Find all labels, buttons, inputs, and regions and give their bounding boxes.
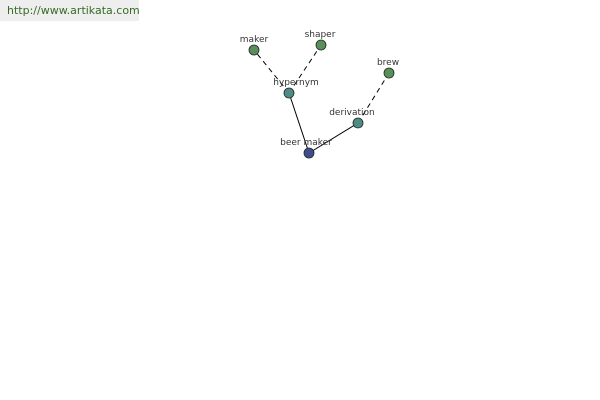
node-hypernym[interactable] (283, 87, 295, 99)
node-label-maker: maker (240, 35, 269, 45)
node-label-beer-maker: beer maker (280, 138, 332, 148)
source-link[interactable]: http://www.artikata.com (0, 0, 140, 21)
edge-hypernym-maker (253, 49, 290, 94)
node-shaper[interactable] (315, 39, 327, 51)
node-label-hypernym: hypernym (273, 78, 319, 88)
node-label-shaper: shaper (305, 30, 336, 40)
node-maker[interactable] (248, 44, 260, 56)
node-label-derivation: derivation (329, 108, 375, 118)
node-brew[interactable] (383, 67, 395, 79)
label-layer: beer maker hypernym derivation maker shaper b… (240, 30, 399, 148)
edge-layer (253, 44, 390, 154)
edge-hypernym-shaper (288, 44, 322, 94)
node-label-brew: brew (377, 58, 399, 68)
node-beer-maker[interactable] (303, 147, 315, 159)
node-layer (248, 39, 395, 159)
edge-beer-maker-derivation (308, 122, 359, 154)
node-derivation[interactable] (352, 117, 364, 129)
edge-derivation-brew (357, 72, 390, 124)
edge-beer-maker-hypernym (288, 92, 310, 154)
